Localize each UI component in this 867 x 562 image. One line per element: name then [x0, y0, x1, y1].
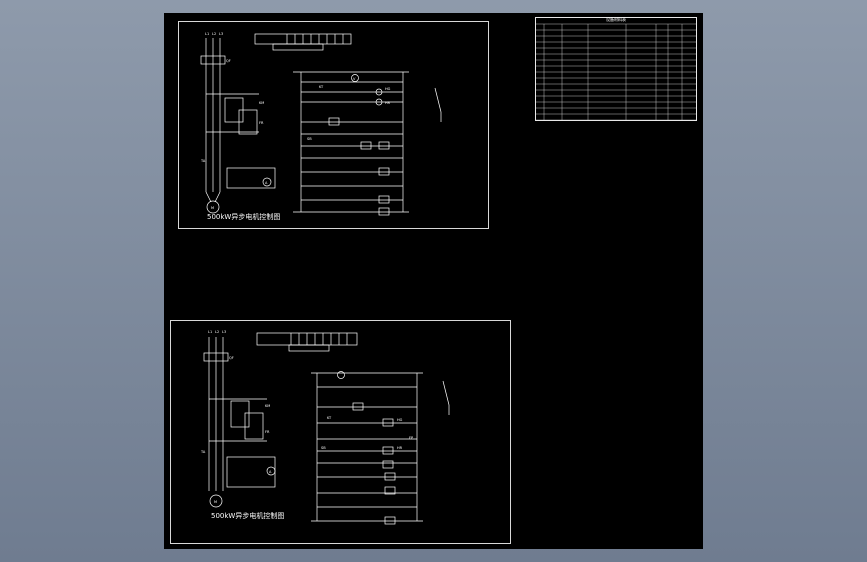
label-ta: TA	[200, 159, 206, 163]
label-qf: QF	[229, 356, 234, 360]
label-kt: KT	[327, 416, 332, 420]
label-hr: HR	[397, 446, 403, 450]
phase-label-l3: L3	[222, 330, 226, 334]
label-km: KM	[259, 101, 264, 105]
phase-label-l2: L2	[212, 32, 216, 36]
schematic-2-drawing: L1 L2 L3 M QF KM FR TA KT SB HG HR FP A …	[200, 330, 450, 525]
sheet-2-caption: 500kW异步电机控制图	[211, 511, 284, 520]
label-fr: FR	[259, 121, 264, 125]
label-fr: FR	[265, 430, 270, 434]
label-qf: QF	[226, 59, 231, 63]
bom-table-grid	[536, 23, 696, 121]
phase-label-l1: L1	[205, 32, 209, 36]
phase-label-l2: L2	[215, 330, 219, 334]
bom-table-title: 设备材料表	[606, 17, 626, 22]
label-kt: KT	[319, 85, 324, 89]
schematic-sheet-1: L1 L2 L3 M QF KM FR TA KT SB HG HR A V 5…	[178, 21, 489, 229]
schematic-sheet-2: L1 L2 L3 M QF KM FR TA KT SB HG HR FP A …	[170, 320, 511, 544]
label-hg: HG	[385, 87, 391, 91]
schematic-1-drawing: L1 L2 L3 M QF KM FR TA KT SB HG HR A V 5…	[200, 32, 442, 221]
sheet-1-caption: 500kW异步电机控制图	[207, 212, 280, 221]
label-sb: SB	[321, 446, 326, 450]
label-hg: HG	[397, 418, 403, 422]
phase-label-l1: L1	[208, 330, 212, 334]
label-a: A	[265, 181, 268, 185]
label-sb: SB	[307, 137, 312, 141]
label-km: KM	[265, 404, 270, 408]
bom-table: 设备材料表	[535, 17, 697, 121]
drawing-canvas: L1 L2 L3 M QF KM FR TA KT SB HG HR A V 5…	[164, 13, 703, 549]
label-a: A	[269, 470, 272, 474]
phase-label-l3: L3	[219, 32, 223, 36]
label-ta: TA	[200, 450, 206, 454]
motor-label: M	[214, 500, 217, 504]
motor-label: M	[211, 206, 214, 210]
label-v: V	[353, 77, 356, 81]
label-fp: FP	[409, 436, 413, 440]
label-hr: HR	[385, 101, 391, 105]
